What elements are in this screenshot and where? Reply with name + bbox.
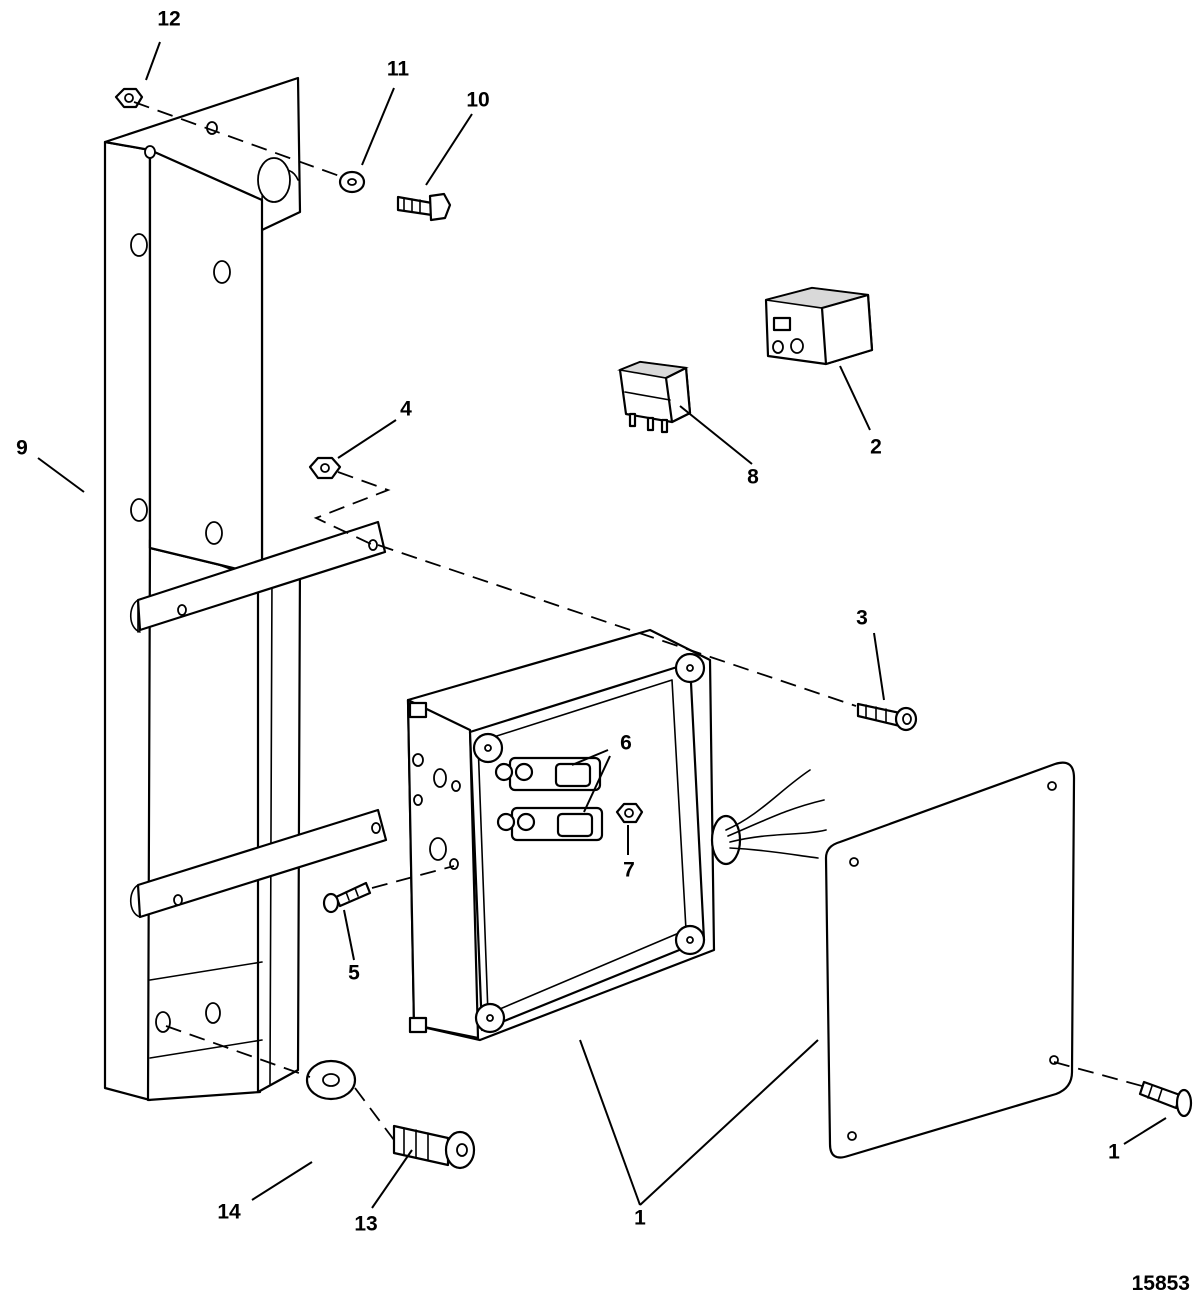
screw-10	[396, 192, 452, 222]
nut-7	[615, 802, 644, 824]
relay-8	[617, 360, 692, 434]
nut-12	[114, 87, 144, 109]
callout-8: 8	[747, 466, 759, 489]
screw-5	[322, 881, 372, 914]
reference-number: 15853	[1132, 1272, 1190, 1295]
callout-12: 12	[157, 8, 180, 31]
callout-7: 7	[623, 859, 635, 882]
mounting-bracket	[103, 76, 388, 1102]
washer-11	[338, 170, 366, 194]
switch-upper	[494, 756, 602, 792]
callout-13: 13	[354, 1213, 377, 1236]
screw-1-right	[1138, 1080, 1193, 1118]
callout-9: 9	[16, 437, 28, 460]
washer-14	[305, 1059, 357, 1101]
screw-3	[856, 702, 918, 732]
callout-1-box: 1	[634, 1207, 646, 1230]
switch-lower	[496, 806, 604, 842]
control-box	[406, 628, 827, 1042]
relay-2	[764, 286, 874, 366]
leader-lines	[37, 41, 1167, 1209]
cover-plate	[824, 761, 1076, 1159]
callout-14: 14	[217, 1201, 241, 1224]
callout-4: 4	[400, 398, 412, 421]
wire-grommet	[710, 769, 827, 866]
callout-labels: 12 11 10 9 4 8 2 3 6 7 5 1 1 14 13	[16, 8, 1120, 1236]
callout-2: 2	[870, 436, 882, 459]
callout-5: 5	[348, 962, 360, 985]
alignment-lines	[133, 101, 1143, 1141]
callout-10: 10	[466, 89, 489, 112]
callout-11: 11	[387, 58, 410, 81]
nut-4	[308, 456, 342, 480]
callout-3: 3	[856, 607, 868, 630]
screw-13	[392, 1124, 476, 1170]
callout-6: 6	[620, 732, 632, 755]
callout-1-screw: 1	[1108, 1141, 1120, 1164]
